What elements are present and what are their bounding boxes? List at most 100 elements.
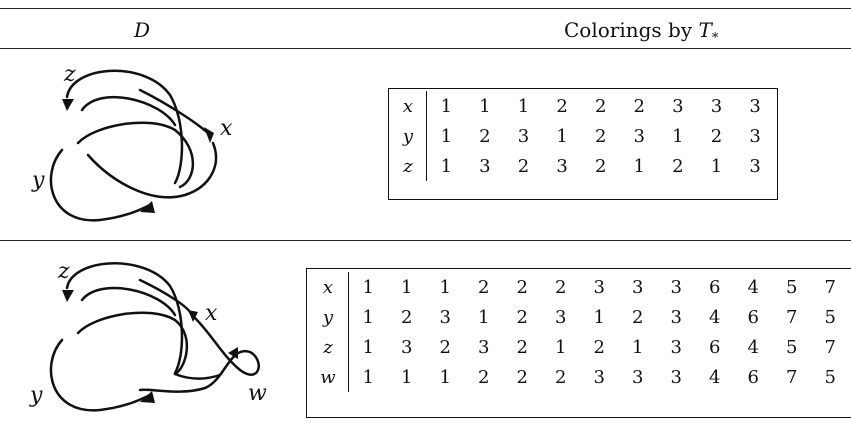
table-cell: 4 bbox=[709, 366, 721, 388]
table-cell: 3 bbox=[556, 155, 568, 177]
table-cell: 3 bbox=[670, 366, 682, 388]
arc-label-w: w bbox=[248, 381, 267, 406]
table-cell: 1 bbox=[362, 336, 374, 358]
table-cell: 3 bbox=[593, 366, 605, 388]
table-cell: 6 bbox=[709, 336, 721, 358]
table-cell: 3 bbox=[401, 336, 413, 358]
table-cell: 1 bbox=[633, 155, 645, 177]
table-cell: 1 bbox=[555, 336, 567, 358]
table-cell: 7 bbox=[824, 336, 836, 358]
table-cell: 5 bbox=[824, 306, 836, 328]
variable-label: x bbox=[390, 91, 427, 121]
table-cell: 6 bbox=[747, 366, 759, 388]
variable-label: x bbox=[308, 272, 349, 302]
table-cell: 1 bbox=[401, 276, 413, 298]
table-cell: 4 bbox=[747, 336, 759, 358]
table-cell: 1 bbox=[478, 306, 490, 328]
table-cell: 2 bbox=[516, 366, 528, 388]
table-cell: 2 bbox=[555, 276, 567, 298]
table-cell: 3 bbox=[633, 125, 645, 147]
table-cell: 2 bbox=[593, 336, 605, 358]
table-cell: 2 bbox=[556, 95, 568, 117]
table-cell: 1 bbox=[593, 306, 605, 328]
table-cell: 3 bbox=[670, 276, 682, 298]
table-cell: 4 bbox=[747, 276, 759, 298]
variable-label: y bbox=[390, 121, 427, 151]
column-header-diagram: D bbox=[134, 18, 151, 42]
table-cell: 2 bbox=[516, 306, 528, 328]
arc-label-z: z bbox=[63, 62, 76, 87]
arc-label-z: z bbox=[57, 259, 70, 284]
table-cell: 2 bbox=[594, 95, 607, 117]
table-cell: 1 bbox=[672, 125, 684, 147]
table-cell: 1 bbox=[439, 366, 451, 388]
table-cell: 3 bbox=[555, 306, 567, 328]
table-cell: 3 bbox=[672, 95, 684, 117]
arc-label-x: x bbox=[220, 116, 233, 141]
arc-label-y: y bbox=[31, 168, 45, 193]
table-cell: 2 bbox=[479, 125, 491, 147]
table-cell: 1 bbox=[439, 276, 451, 298]
table-cell: 3 bbox=[478, 336, 490, 358]
table-cell: 7 bbox=[786, 306, 798, 328]
table-cell: 2 bbox=[633, 95, 645, 117]
middle-rule bbox=[0, 240, 851, 241]
table-cell: 5 bbox=[786, 276, 798, 298]
table-cell: 1 bbox=[440, 125, 453, 147]
table-cell: 2 bbox=[478, 276, 490, 298]
table-cell: 2 bbox=[555, 366, 567, 388]
table-cell: 2 bbox=[517, 155, 530, 177]
column-header-colorings: Colorings by T* bbox=[564, 18, 718, 46]
table-cell: 3 bbox=[749, 95, 761, 117]
variable-label: w bbox=[308, 362, 349, 392]
quandle-subscript: * bbox=[711, 31, 719, 46]
table-cell: 5 bbox=[786, 336, 798, 358]
table-cell: 3 bbox=[710, 95, 723, 117]
table-cell: 2 bbox=[439, 336, 451, 358]
table-cell: 1 bbox=[556, 125, 568, 147]
table-cell: 3 bbox=[479, 155, 491, 177]
table-cell: 6 bbox=[747, 306, 759, 328]
table-cell: 2 bbox=[672, 155, 684, 177]
table-cell: 1 bbox=[440, 95, 453, 117]
table-cell: 3 bbox=[593, 276, 605, 298]
table-cell: 1 bbox=[362, 306, 374, 328]
table-cell: 3 bbox=[439, 306, 451, 328]
coloring-table-box-1 bbox=[388, 88, 778, 200]
coloring-table-box-2 bbox=[306, 268, 851, 418]
variable-label: z bbox=[390, 151, 427, 181]
table-cell: 2 bbox=[594, 125, 607, 147]
table-cell: 1 bbox=[440, 155, 453, 177]
table-cell: 7 bbox=[786, 366, 798, 388]
table-cell: 2 bbox=[516, 276, 528, 298]
table-cell: 3 bbox=[749, 155, 761, 177]
table-cell: 2 bbox=[594, 155, 607, 177]
trefoil-kink-knot-diagram: z x y w bbox=[29, 259, 267, 412]
header-rule bbox=[0, 48, 851, 49]
table-cell: 2 bbox=[710, 125, 723, 147]
table-cell: 3 bbox=[670, 336, 682, 358]
table-cell: 5 bbox=[824, 366, 836, 388]
table-cell: 3 bbox=[749, 125, 761, 147]
table-cell: 1 bbox=[517, 95, 530, 117]
table-cell: 3 bbox=[670, 306, 682, 328]
variable-label: y bbox=[308, 302, 349, 332]
table-cell: 1 bbox=[479, 95, 491, 117]
colorings-text: Colorings by bbox=[564, 18, 693, 42]
table-cell: 1 bbox=[362, 276, 374, 298]
table-cell: 7 bbox=[824, 276, 836, 298]
table-cell: 3 bbox=[517, 125, 530, 147]
trefoil-knot-diagram: z x y bbox=[31, 62, 233, 222]
table-cell: 2 bbox=[401, 306, 413, 328]
table-cell: 3 bbox=[632, 276, 644, 298]
table-cell: 2 bbox=[632, 306, 644, 328]
quandle-symbol: T bbox=[698, 18, 712, 42]
top-rule bbox=[0, 8, 851, 9]
